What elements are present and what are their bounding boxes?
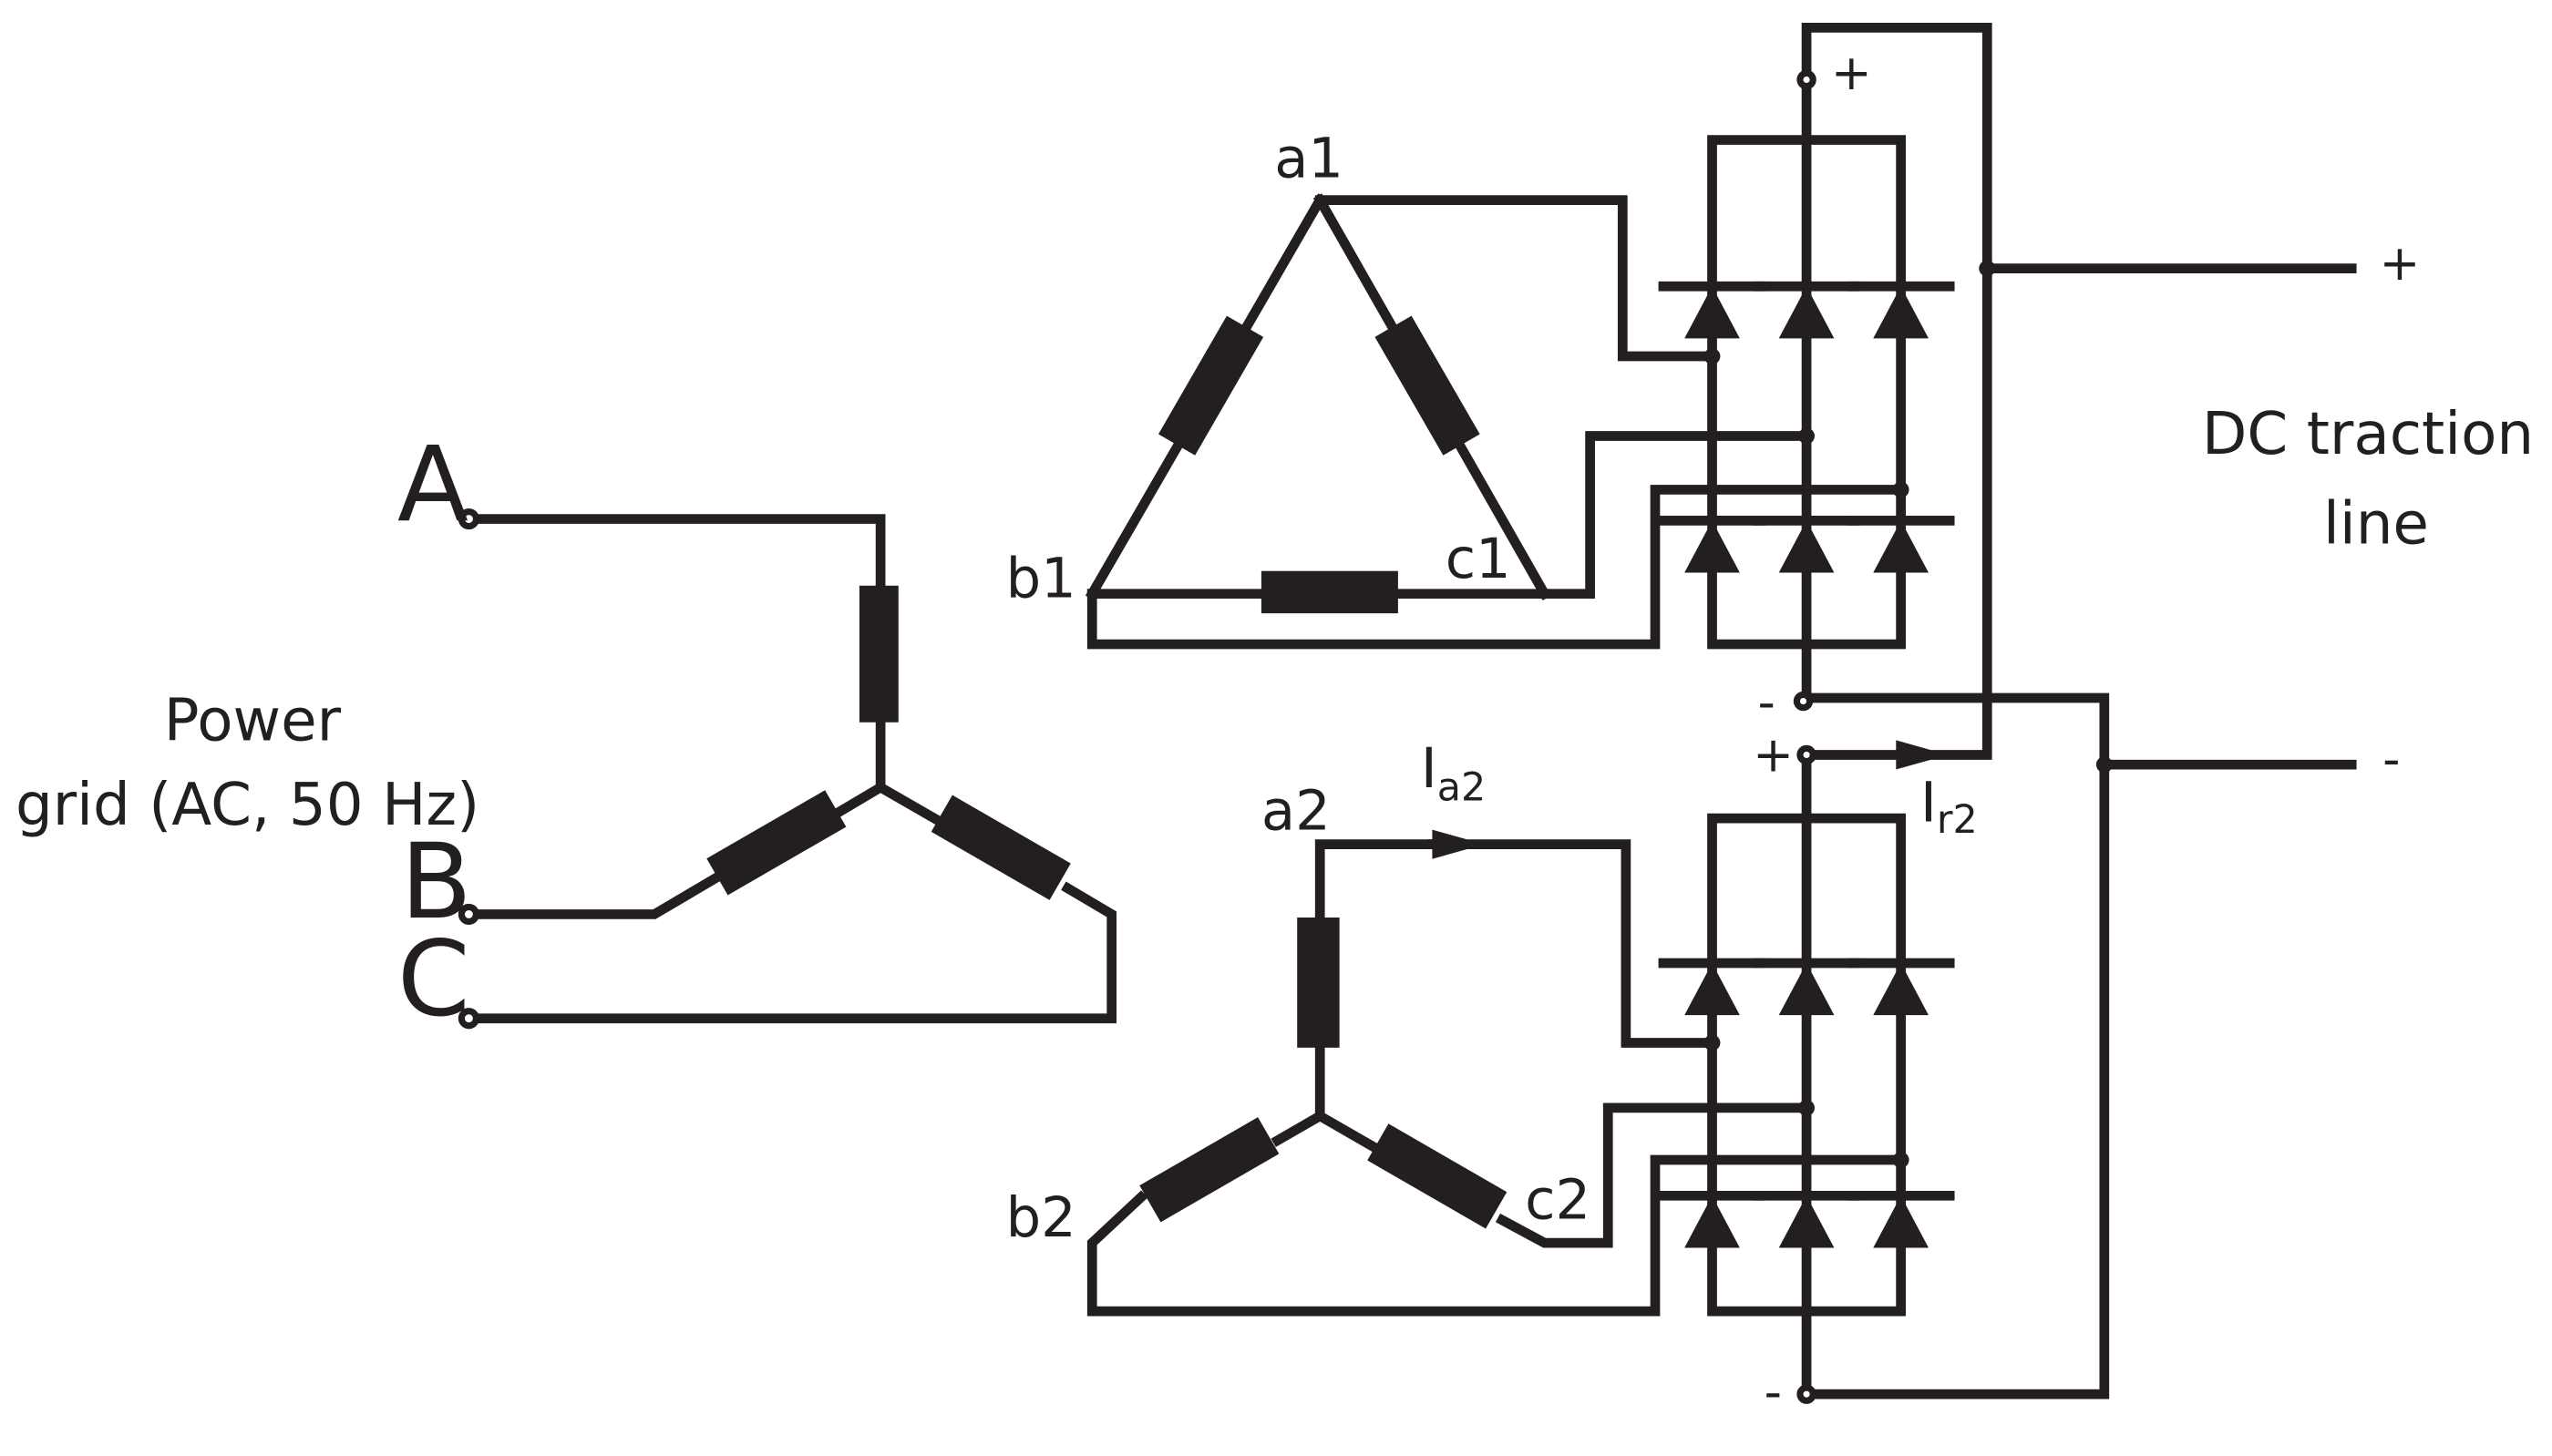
bridge-bottom-plus-label: + <box>1753 725 1794 783</box>
grid-terminal-b <box>458 903 480 926</box>
primary-star-winding <box>465 514 1117 1024</box>
delta-c1-label: c1 <box>1446 528 1511 591</box>
star-a2-label: a2 <box>1261 780 1331 844</box>
bridge-top-minus-terminal <box>1793 691 1814 712</box>
bridge-bottom-minus-terminal <box>1796 1384 1816 1404</box>
svg-text:I: I <box>1920 772 1937 836</box>
star-c2-label: c2 <box>1525 1168 1590 1232</box>
rectifier-bridge-bottom <box>1658 750 1955 1400</box>
grid-terminal-c <box>458 1008 480 1030</box>
power-grid-title-line1: Power <box>164 686 342 754</box>
bridge-bottom-plus-terminal <box>1796 744 1816 765</box>
secondary-delta-winding <box>1085 193 1906 650</box>
dc-minus-label: - <box>2382 731 2400 788</box>
phase-b-label: B <box>400 821 471 942</box>
dc-plus-label: + <box>2380 234 2421 292</box>
grid-terminal-a <box>458 508 480 530</box>
power-grid-title-line2: grid (AC, 50 Hz) <box>15 771 479 839</box>
svg-text:a2: a2 <box>1437 764 1487 810</box>
svg-text:r2: r2 <box>1937 797 1978 843</box>
dc-line-title-line2: line <box>2323 489 2429 558</box>
bridge-top-plus-terminal <box>1796 69 1816 90</box>
bridge-bottom-minus-label: - <box>1765 1363 1782 1420</box>
dc-bus-wiring <box>1801 22 2357 1400</box>
svg-text:I: I <box>1421 737 1437 801</box>
ir2-current-label: I r2 <box>1920 772 1978 843</box>
phase-a-label: A <box>397 424 468 545</box>
rectifier-bridge-top <box>1658 75 1955 703</box>
phase-c-label: C <box>397 918 470 1040</box>
bridge-top-plus-label: + <box>1831 44 1872 101</box>
star-b2-label: b2 <box>1006 1186 1076 1250</box>
bridge-top-minus-label: - <box>1758 673 1775 731</box>
ia2-arrow-icon <box>1432 829 1485 859</box>
dc-line-title-line1: DC traction <box>2202 400 2534 468</box>
ia2-current-label: I a2 <box>1421 737 1486 810</box>
secondary-star-winding <box>1086 839 1906 1317</box>
ir2-arrow-icon <box>1896 740 1949 770</box>
delta-a1-label: a1 <box>1274 128 1343 191</box>
delta-b1-label: b1 <box>1006 547 1076 610</box>
